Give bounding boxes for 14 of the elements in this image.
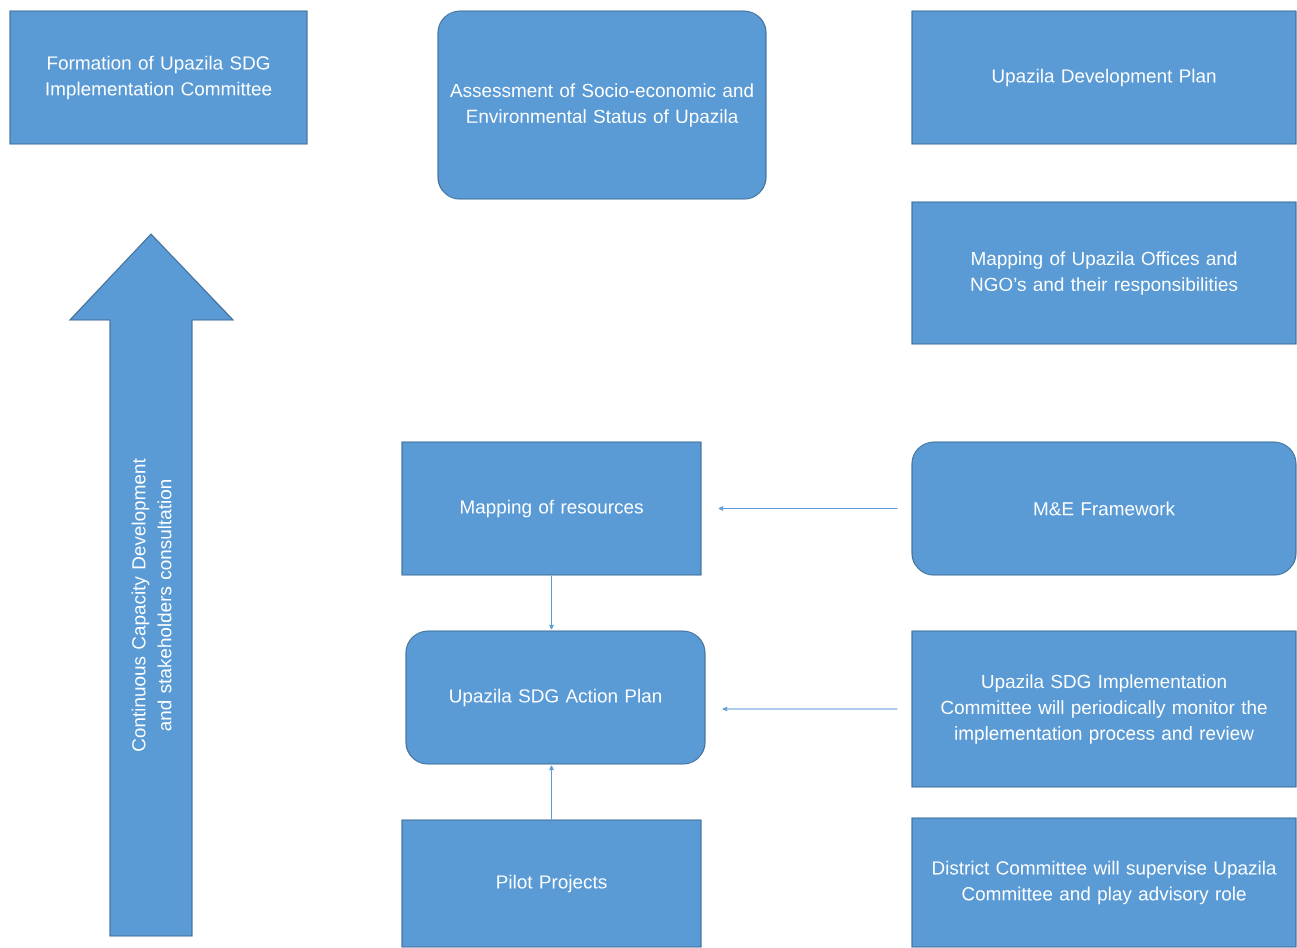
arrow — [549, 765, 554, 820]
rounded-box: Assessment of Socio-economic and Environmental Status of Upazila — [437, 10, 767, 200]
rounded-box: Upazila SDG Action Plan — [405, 630, 706, 765]
process-box: Upazila SDG Implementation Committee will periodically monitor the implementation process and review — [911, 630, 1297, 788]
process-box: Mapping of Upazila Offices and NGO’s and their responsibilities — [911, 201, 1297, 345]
rounded-box: M&E Framework — [911, 441, 1297, 576]
arrow — [718, 506, 898, 511]
arrow — [549, 575, 554, 630]
process-box: Upazila Development Plan — [911, 10, 1297, 145]
arrow — [722, 706, 898, 712]
process-box: Mapping of resources — [401, 441, 702, 576]
process-box: District Committee will supervise Upazila Committee and play advisory role — [911, 817, 1297, 948]
process-box: Formation of Upazila SDG Implementation Committee — [9, 10, 308, 145]
process-box: Pilot Projects — [401, 819, 702, 948]
